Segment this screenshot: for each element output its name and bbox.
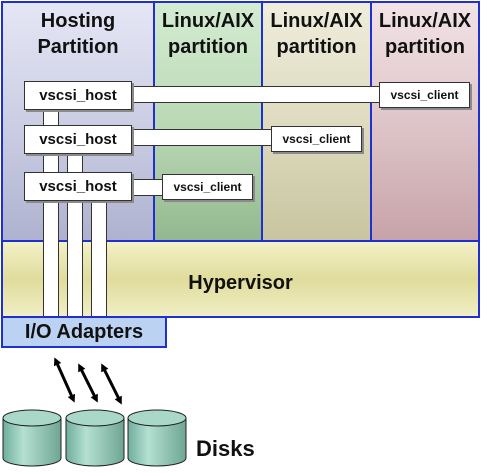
partition-title: Linux/AIX partition <box>270 10 363 58</box>
vscsi-client-box-2: vscsi_client <box>271 126 362 152</box>
arrow-icon <box>101 363 122 405</box>
vscsi-client-box-1: vscsi_client <box>379 82 470 108</box>
connector-host1-client1 <box>132 86 382 103</box>
linux-aix-partition-2: Linux/AIX partition <box>261 1 372 242</box>
hypervisor-label: Hypervisor <box>188 272 293 294</box>
partition-title: Linux/AIX partition <box>378 10 472 58</box>
vscsi-host-box-1: vscsi_host <box>24 81 132 110</box>
connector-host3-client3 <box>132 179 166 196</box>
disks-label: Disks <box>196 436 255 461</box>
partition-title: Linux/AIX partition <box>161 10 255 58</box>
host-pillar-3 <box>91 201 107 318</box>
disk-icon <box>65 409 125 467</box>
arrow-icon <box>78 363 98 403</box>
vscsi-host-box-2: vscsi_host <box>24 125 132 154</box>
connector-host2-client2 <box>132 129 274 146</box>
vscsi-host-box-3: vscsi_host <box>24 172 132 201</box>
disks-illustration <box>2 357 187 467</box>
linux-aix-partition-1: Linux/AIX partition <box>153 1 263 242</box>
disk-icon <box>2 409 62 467</box>
io-adapters-box: I/O Adapters <box>1 316 167 348</box>
partition-title: Hosting Partition <box>37 10 119 58</box>
disk-icon <box>127 409 187 467</box>
arrow-icon <box>53 357 76 403</box>
vscsi-client-box-3: vscsi_client <box>162 174 253 200</box>
linux-aix-partition-3: Linux/AIX partition <box>370 1 480 242</box>
